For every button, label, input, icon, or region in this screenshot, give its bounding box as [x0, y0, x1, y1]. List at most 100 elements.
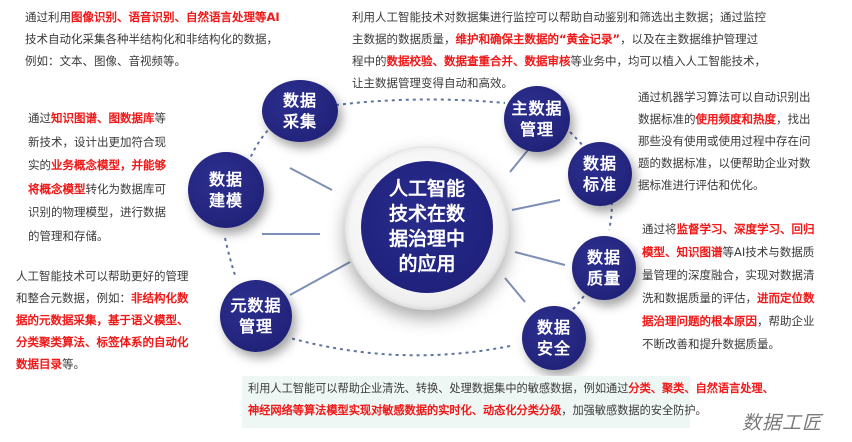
body-text: 的管理和存储。: [28, 228, 109, 243]
highlight-text: 神经网络等算法模型实现对敏感数据的实时化、动态化分类分级: [248, 404, 562, 417]
desc-data-collection: 通过利用图像识别、语音识别、自然语言处理等AI 技术自动化采集各种半结构化和非结构…: [25, 6, 325, 72]
body-text: 通过机器学习算法可以自动识别出: [638, 90, 811, 104]
body-text: 量管理的深度融合，实现对数据清: [642, 268, 815, 282]
body-text: 等AI技术与数据质: [722, 245, 815, 259]
center-title-line: 人工智能: [388, 178, 465, 200]
node-label: 主数据: [511, 99, 563, 118]
node-label: 数据: [282, 91, 317, 110]
desc-metadata: 人工智能技术可以帮助更好的管理和整合元数据，例如：非结构化数据的元数据采集，基于…: [16, 265, 216, 375]
desc-line: 通过知识图谱、图数据库等: [28, 107, 198, 131]
body-text: 让主数据管理变得自动和高效。: [352, 76, 513, 90]
node-data-collection: 数据采集: [262, 80, 338, 142]
desc-line: 将概念模型转化为数据库可: [28, 178, 198, 202]
node-data-quality: 数据质量: [572, 236, 636, 300]
body-text: 转化为数据库可: [85, 181, 167, 196]
desc-line: 数据标准的使用频度和热度，找出: [638, 108, 838, 130]
desc-line: 通过利用图像识别、语音识别、自然语言处理等AI: [25, 6, 325, 28]
desc-line: 分类聚类算法、标签体系的自动化: [16, 331, 216, 353]
node-label: 建模: [208, 191, 243, 210]
desc-line: 题的数据标准，以便帮助企业对数: [638, 152, 838, 174]
highlight-text: 维护和确保主数据的“黄金记录”: [455, 32, 621, 46]
desc-line: 神经网络等算法模型实现对敏感数据的实时化、动态化分类分级，加强敏感数据的安全防护…: [248, 400, 718, 422]
highlight-text: 据的元数据采集，基于语义模型、: [16, 313, 189, 327]
node-metadata-management: 元数据管理: [220, 280, 292, 352]
body-text: 技术自动化采集各种半结构化和非结构化的数据，: [25, 32, 278, 46]
center-hub: 人工智能 技术在数 据治理中 的应用: [361, 161, 493, 293]
body-text: 通过将: [642, 222, 677, 236]
highlight-text: 分类、聚类、自然语言处理、: [628, 382, 774, 395]
desc-master-data: 利用人工智能技术对数据集进行监控可以帮助自动鉴别和筛选出主数据；通过监控主数据的…: [352, 6, 822, 94]
desc-line: 利用人工智能可以帮助企业清洗、转换、处理数据集中的敏感数据，例如通过分类、聚类、…: [248, 378, 774, 400]
body-text: 等业务中，均可以植入人工智能技术，: [570, 54, 767, 68]
highlight-text: 监督学习、深度学习、回归: [676, 222, 815, 236]
node-label: 管理: [238, 317, 273, 336]
body-text: 利用人工智能技术对数据集进行监控可以帮助自动鉴别和筛选出主数据；通过监控: [352, 10, 766, 24]
desc-line: 让主数据管理变得自动和高效。: [352, 72, 822, 94]
highlight-text: 进而定位数: [757, 291, 815, 305]
desc-line: 据的元数据采集，基于语义模型、: [16, 309, 216, 331]
highlight-text: 将概念模型: [28, 181, 86, 196]
desc-data-security: 利用人工智能可以帮助企业清洗、转换、处理数据集中的敏感数据，例如通过分类、聚类、…: [248, 378, 774, 422]
desc-line: 那些没有使用或使用过程中存在问: [638, 130, 838, 152]
body-text: 人工智能技术可以帮助更好的管理: [16, 269, 189, 283]
desc-line: 人工智能技术可以帮助更好的管理: [16, 265, 216, 287]
body-text: 识别的物理模型，进行数据: [28, 205, 166, 219]
node-label: 数据: [586, 248, 621, 267]
body-text: ，帮助企业: [757, 314, 815, 328]
highlight-text: 数据目录: [16, 357, 62, 371]
highlight-text: 图像识别、语音识别、自然语言处理等AI: [71, 10, 280, 24]
desc-line: 技术自动化采集各种半结构化和非结构化的数据，: [25, 28, 325, 50]
node-label: 采集: [282, 112, 317, 131]
node-data-standards: 数据标准: [568, 142, 632, 206]
body-text: ，找出: [776, 112, 811, 126]
body-text: ，加强敏感数据的安全防护。: [561, 404, 707, 417]
desc-line: 的管理和存储。: [28, 225, 198, 249]
highlight-text: 分类聚类算法、标签体系的自动化: [16, 335, 189, 349]
body-text: 实的: [28, 158, 51, 172]
desc-data-quality: 通过将监督学习、深度学习、回归模型、知识图谱等AI技术与数据质量管理的深度融合，…: [642, 218, 842, 356]
body-text: 通过: [28, 111, 51, 125]
node-label: 数据: [208, 170, 243, 189]
node-label: 数据: [582, 154, 617, 173]
highlight-text: 模型、知识图谱: [642, 245, 723, 259]
desc-line: 洗和数据质量的评估，进而定位数: [642, 287, 842, 310]
desc-line: 通过机器学习算法可以自动识别出: [638, 86, 838, 108]
body-text: 程中的: [352, 54, 387, 68]
center-title-line: 技术在数: [388, 203, 465, 225]
node-data-modeling: 数据建模: [188, 152, 264, 228]
center-title-line: 据治理中: [388, 228, 465, 250]
node-data-security: 数据安全: [522, 306, 586, 370]
desc-line: 通过将监督学习、深度学习、回归: [642, 218, 842, 241]
highlight-text: 知识图谱、图数据库: [51, 111, 155, 125]
body-text: 等: [154, 111, 167, 125]
desc-line: 和整合元数据，例如：非结构化数: [16, 287, 216, 309]
desc-line: 不断改善和提升数据质量。: [642, 333, 842, 356]
desc-line: 据治理问题的根本原因，帮助企业: [642, 310, 842, 333]
desc-line: 实的业务概念模型，并能够: [28, 154, 198, 178]
body-text: 等。: [62, 357, 85, 371]
center-title-line: 的应用: [398, 253, 456, 275]
desc-line: 程中的数据校验、数据查重合并、数据审核等业务中，均可以植入人工智能技术，: [352, 50, 822, 72]
desc-line: 例如：文本、图像、音视频等。: [25, 50, 325, 72]
desc-line: 利用人工智能技术对数据集进行监控可以帮助自动鉴别和筛选出主数据；通过监控: [352, 6, 822, 28]
body-text: 那些没有使用或使用过程中存在问: [638, 134, 811, 148]
desc-line: 主数据的数据质量，维护和确保主数据的“黄金记录”，以及在主数据维护管理过: [352, 28, 822, 50]
node-label: 数据: [536, 318, 571, 337]
node-label: 管理: [519, 120, 554, 139]
highlight-text: 据治理问题的根本原因: [642, 314, 757, 328]
desc-line: 新技术，设计出更加符合现: [28, 131, 198, 155]
body-text: 和整合元数据，例如：: [16, 291, 131, 305]
node-label: 标准: [582, 175, 617, 194]
body-text: 通过利用: [25, 10, 71, 24]
highlight-text: 数据校验、数据查重合并、数据审核: [386, 54, 571, 68]
node-label: 质量: [586, 269, 621, 288]
desc-line: 据标准进行评估和优化。: [638, 174, 838, 196]
body-text: 数据标准的: [638, 112, 696, 126]
node-label: 安全: [536, 339, 571, 358]
desc-line: 模型、知识图谱等AI技术与数据质: [642, 241, 842, 264]
desc-data-standards: 通过机器学习算法可以自动识别出数据标准的使用频度和热度，找出那些没有使用或使用过…: [638, 86, 838, 196]
security-description-box: [242, 376, 690, 428]
body-text: 新技术，设计出更加符合现: [28, 134, 166, 149]
highlight-text: 业务概念模型，并能够: [51, 158, 166, 172]
